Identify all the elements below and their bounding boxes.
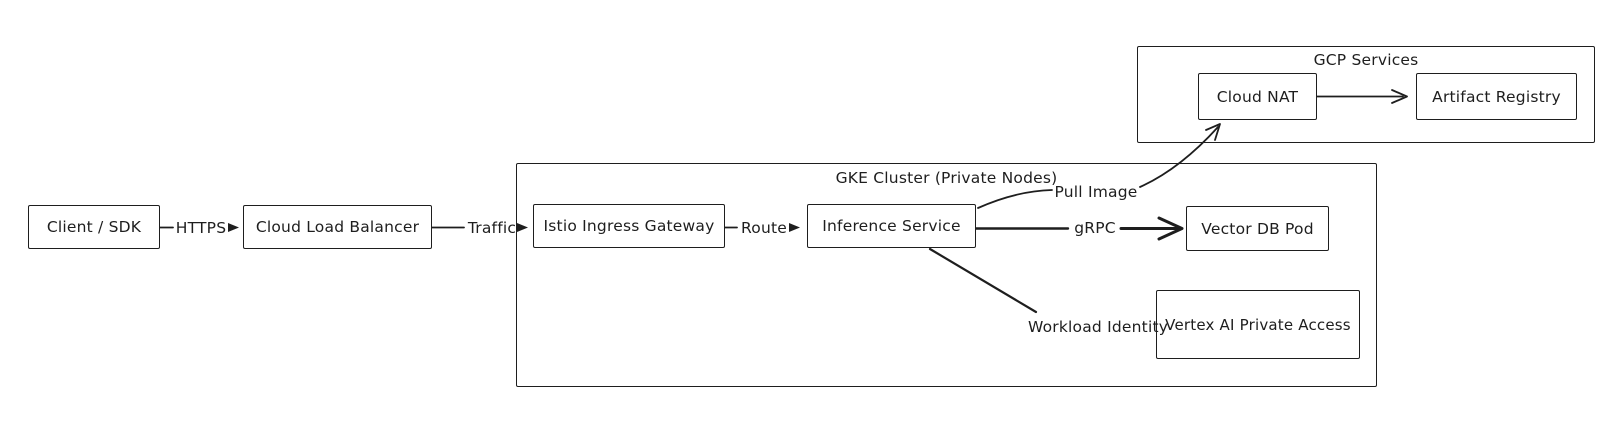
node-inference-service: Inference Service: [807, 204, 976, 248]
edge-label-traffic: Traffic: [467, 219, 517, 237]
node-artifact-registry: Artifact Registry: [1416, 73, 1577, 120]
edge-label-route: Route: [741, 219, 787, 237]
gke-cluster-container: [516, 163, 1377, 387]
gcp-services-title: GCP Services: [1313, 51, 1419, 69]
edge-label-https: HTTPS: [175, 219, 227, 237]
node-istio-ingress-gateway: Istio Ingress Gateway: [533, 204, 725, 248]
gcp-services-container: [1137, 46, 1595, 143]
node-vertex-ai-private-access: Vertex AI Private Access: [1156, 290, 1360, 359]
node-cloud-nat: Cloud NAT: [1198, 73, 1317, 120]
node-cloud-load-balancer: Cloud Load Balancer: [243, 205, 432, 249]
edge-https-arrowhead-icon: [228, 223, 239, 232]
node-vector-db-pod: Vector DB Pod: [1186, 206, 1329, 251]
edge-label-grpc: gRPC: [1074, 219, 1116, 237]
edge-label-pull-image: Pull Image: [1054, 183, 1138, 201]
node-client-sdk: Client / SDK: [28, 205, 160, 249]
gke-cluster-title: GKE Cluster (Private Nodes): [835, 169, 1058, 187]
edge-label-workload-identity: Workload Identity: [1028, 318, 1169, 336]
